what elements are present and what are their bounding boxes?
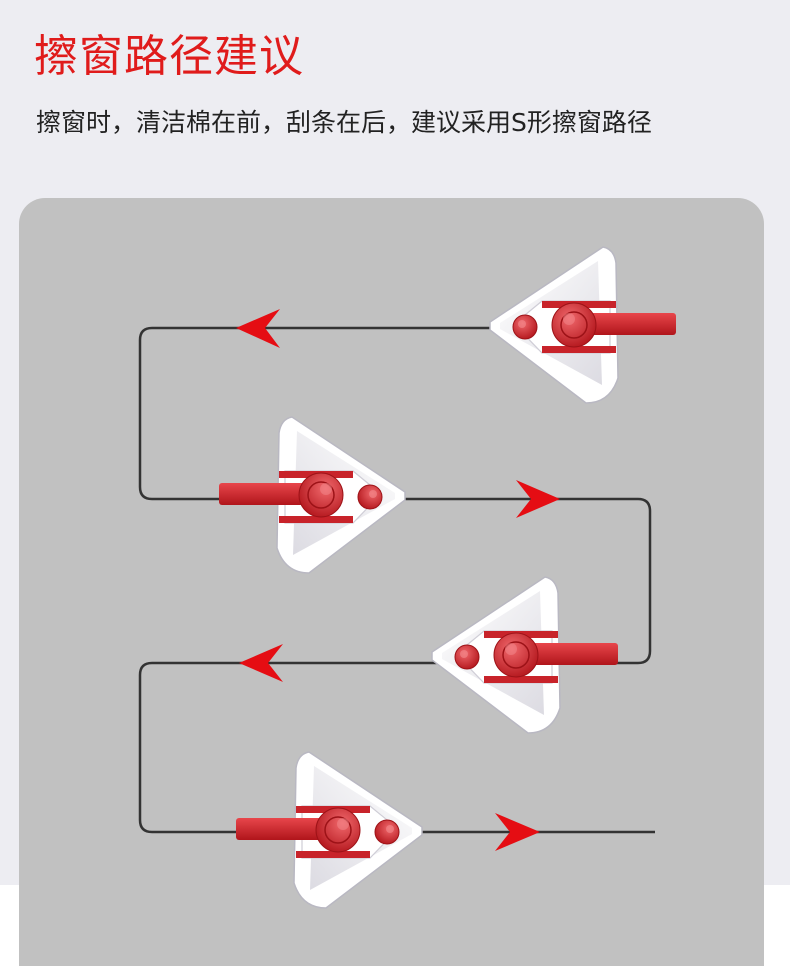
page-subtitle: 擦窗时，清洁棉在前，刮条在后，建议采用S形擦窗路径 xyxy=(36,108,652,137)
arrow-row-2-right xyxy=(516,480,560,518)
arrow-row-1-left xyxy=(236,309,280,348)
window-wiper-2 xyxy=(218,416,406,574)
s-path-line xyxy=(138,326,655,834)
page-title: 擦窗路径建议 xyxy=(34,31,304,82)
arrow-row-3-left xyxy=(239,644,283,682)
window-wiper-3 xyxy=(431,576,619,734)
arrow-row-4-right xyxy=(495,813,540,851)
window-wiper-4 xyxy=(235,751,423,909)
window-wiper-1 xyxy=(489,246,677,404)
